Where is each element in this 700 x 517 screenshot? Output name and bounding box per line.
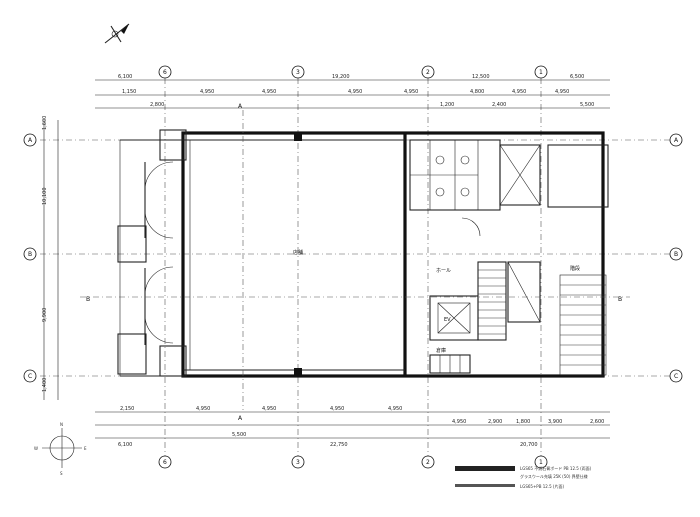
room-main-hall: 店舗	[293, 249, 303, 256]
svg-text:4,950: 4,950	[452, 419, 466, 425]
grid-lines	[40, 78, 680, 462]
dim-top: 19,200	[332, 74, 350, 80]
core-area: EV ホール 倉庫	[409, 139, 541, 374]
bottom-dimensions: 6,100 22,750 20,700 2,150 4,950 4,950 4,…	[95, 406, 610, 448]
svg-text:C: C	[674, 373, 678, 380]
room-hall: ホール	[436, 268, 451, 274]
svg-text:4,950: 4,950	[512, 89, 526, 95]
bottom-grid-bubbles: 6 3 2 1	[158, 455, 548, 469]
svg-text:10,100: 10,100	[42, 188, 48, 206]
section-b-right: B	[618, 296, 622, 303]
svg-text:4,950: 4,950	[330, 406, 344, 412]
svg-text:2,150: 2,150	[120, 406, 134, 412]
svg-text:S: S	[60, 471, 63, 476]
svg-text:1,600: 1,600	[42, 116, 48, 130]
legend-line-3: LGS65+PB 12.5 (片面)	[520, 483, 564, 489]
north-arrow-icon	[104, 23, 130, 44]
svg-text:2,600: 2,600	[590, 419, 604, 425]
section-markers: A A B B	[80, 103, 630, 422]
svg-text:4,950: 4,950	[262, 406, 276, 412]
compass-icon: N S E W	[34, 422, 87, 476]
svg-text:W: W	[34, 446, 38, 451]
left-dimensions: 1,600 10,100 9,900 1,400	[42, 116, 59, 400]
svg-text:3: 3	[296, 459, 300, 466]
svg-text:4,950: 4,950	[196, 406, 210, 412]
svg-text:6,100: 6,100	[118, 442, 132, 448]
svg-text:4,950: 4,950	[200, 89, 214, 95]
dim-top: 6,100	[118, 74, 132, 80]
svg-text:22,750: 22,750	[330, 442, 348, 448]
svg-text:1,200: 1,200	[440, 102, 454, 108]
section-b-left: B	[86, 296, 90, 303]
svg-text:2,400: 2,400	[492, 102, 506, 108]
svg-text:2: 2	[426, 459, 430, 466]
top-grid-bubbles: 6 3 2 1	[158, 65, 548, 79]
svg-text:3,900: 3,900	[548, 419, 562, 425]
svg-text:C: C	[28, 373, 32, 380]
svg-text:N: N	[60, 422, 63, 427]
svg-text:A: A	[674, 137, 679, 144]
svg-text:1: 1	[539, 459, 543, 466]
svg-text:A: A	[28, 137, 33, 144]
svg-text:E: E	[84, 446, 87, 451]
svg-text:4,950: 4,950	[388, 406, 402, 412]
legend-line-2: グラスウール充填 25K (50) 界壁仕様	[520, 473, 588, 479]
building-walls	[159, 129, 605, 378]
svg-text:4,950: 4,950	[348, 89, 362, 95]
legend: LGS65 不燃石膏ボード PB 12.5 (両面) グラスウール充填 25K …	[455, 465, 592, 489]
dim-top: 12,500	[472, 74, 490, 80]
svg-text:9,900: 9,900	[42, 308, 48, 322]
svg-text:6: 6	[163, 459, 167, 466]
svg-text:B: B	[674, 251, 678, 258]
svg-text:4,950: 4,950	[404, 89, 418, 95]
left-annex	[117, 139, 183, 377]
grid-x-label: 1	[539, 69, 543, 76]
svg-text:20,700: 20,700	[520, 442, 538, 448]
svg-text:B: B	[28, 251, 32, 258]
legend-line-1: LGS65 不燃石膏ボード PB 12.5 (両面)	[520, 465, 592, 471]
svg-text:2,800: 2,800	[150, 102, 164, 108]
grid-x-label: 2	[426, 69, 430, 76]
grid-x-label: 6	[163, 69, 167, 76]
svg-text:2,900: 2,900	[488, 419, 502, 425]
svg-text:4,950: 4,950	[262, 89, 276, 95]
svg-text:1,800: 1,800	[516, 419, 530, 425]
svg-text:5,500: 5,500	[580, 102, 594, 108]
grid-x-label: 3	[296, 69, 300, 76]
section-a-top: A	[238, 103, 243, 110]
top-dimensions: 6,100 19,200 12,500 6,500 1,150 4,950 4,…	[95, 74, 610, 109]
svg-text:4,800: 4,800	[470, 89, 484, 95]
side-grid-bubbles: A B C A B C	[23, 133, 683, 383]
section-a-bottom: A	[238, 415, 243, 422]
svg-text:4,950: 4,950	[555, 89, 569, 95]
dim-top: 6,500	[570, 74, 584, 80]
room-stair: 階段	[570, 265, 580, 272]
svg-text:1,400: 1,400	[42, 378, 48, 392]
room-storage: 倉庫	[436, 347, 446, 354]
svg-text:5,500: 5,500	[232, 432, 246, 438]
svg-text:1,150: 1,150	[122, 89, 136, 95]
exterior-right: 階段	[547, 144, 609, 376]
room-ev: EV	[444, 317, 451, 323]
